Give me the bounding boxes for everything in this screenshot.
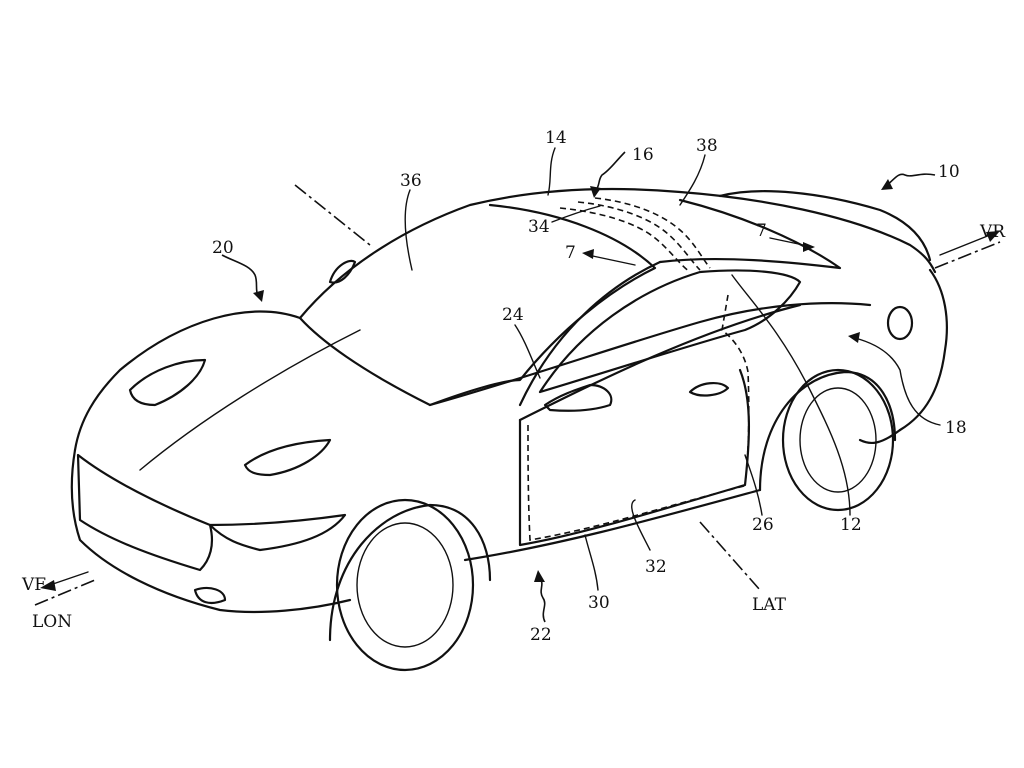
windshield <box>300 205 655 405</box>
label-vr: VR <box>979 222 1006 242</box>
label-12: 12 <box>840 515 862 535</box>
hood-outline <box>75 311 300 450</box>
label-30: 30 <box>588 593 610 613</box>
fog-light <box>195 588 225 603</box>
door-handle <box>690 383 728 395</box>
label-38: 38 <box>696 136 718 156</box>
front-wheel-rim <box>357 523 453 647</box>
front-wheel-arch <box>330 505 490 640</box>
label-34: 34 <box>528 217 550 237</box>
axis-top <box>295 185 370 245</box>
hood-vent-left <box>130 360 205 405</box>
label-lon: LON <box>32 612 72 632</box>
axis-lat <box>700 522 760 590</box>
rear-deck <box>900 270 947 430</box>
side-mirror <box>545 385 611 411</box>
label-10: 10 <box>938 162 960 182</box>
fuel-door <box>888 307 912 339</box>
hood-crease <box>140 330 360 470</box>
hood-vent-right <box>245 440 330 475</box>
headlight <box>210 515 345 550</box>
label-24: 24 <box>502 305 524 325</box>
left-mirror <box>330 261 355 283</box>
label-32: 32 <box>645 557 667 577</box>
label-7-right: 7 <box>756 221 767 241</box>
vehicle-body <box>72 189 947 670</box>
label-20: 20 <box>212 238 234 258</box>
direction-labels: VR VF LON LAT <box>21 222 1006 632</box>
label-14: 14 <box>545 128 567 148</box>
label-36: 36 <box>400 171 422 191</box>
beltline <box>430 303 870 405</box>
axis-lines <box>35 185 1000 605</box>
axis-vr <box>935 242 1000 268</box>
roof-outline <box>300 189 935 318</box>
rear-wheel-rim <box>800 388 876 492</box>
leader-lines <box>222 148 940 622</box>
label-vf: VF <box>21 575 46 595</box>
label-18: 18 <box>945 418 967 438</box>
rear-spoiler <box>720 191 930 260</box>
rear-glass <box>660 200 840 268</box>
label-lat: LAT <box>752 595 787 615</box>
rocker-outline <box>465 490 760 560</box>
grille <box>78 455 212 570</box>
label-26: 26 <box>752 515 774 535</box>
label-16: 16 <box>632 145 654 165</box>
label-7-left: 7 <box>565 243 576 263</box>
label-22: 22 <box>530 625 552 645</box>
